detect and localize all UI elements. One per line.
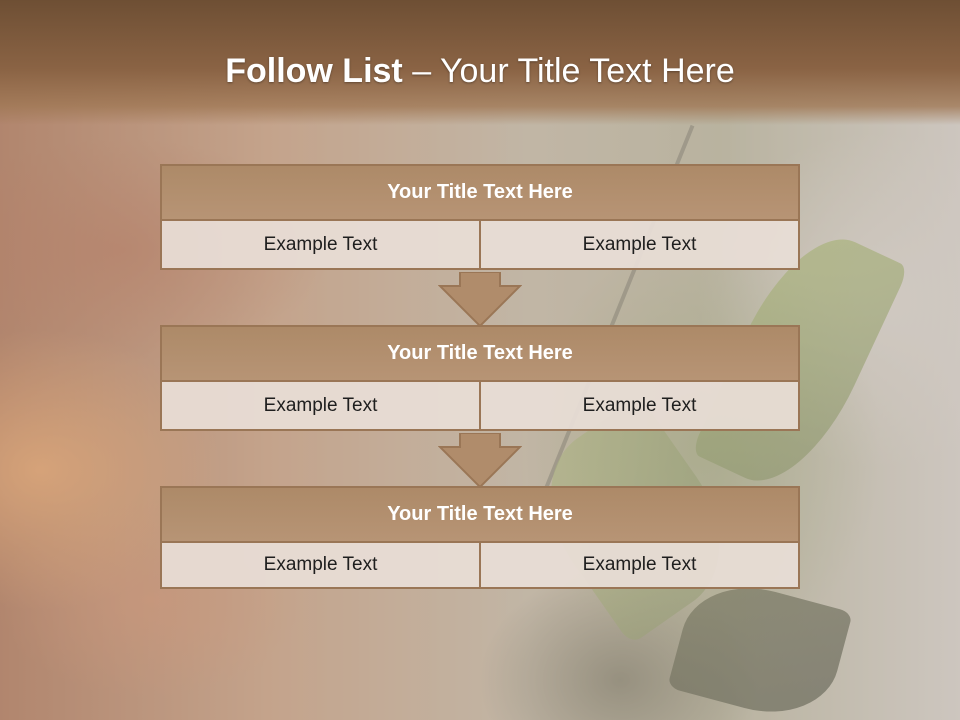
block-cell-left: Example Text [160, 221, 481, 270]
block-cell-right: Example Text [481, 382, 800, 431]
block-row: Example Text Example Text [160, 382, 800, 431]
down-arrow-icon [438, 433, 522, 489]
title-band [0, 0, 960, 125]
slide-title-rest: – Your Title Text Here [412, 52, 735, 90]
down-arrow-icon [438, 272, 522, 328]
block-cell-left: Example Text [160, 543, 481, 589]
block-cell-right: Example Text [481, 221, 800, 270]
slide-title: Follow List – Your Title Text Here [0, 52, 960, 91]
block-row: Example Text Example Text [160, 221, 800, 270]
block-heading: Your Title Text Here [160, 486, 800, 543]
block-cell-right: Example Text [481, 543, 800, 589]
list-block-3: Your Title Text Here Example Text Exampl… [160, 486, 800, 589]
block-heading: Your Title Text Here [160, 325, 800, 382]
block-row: Example Text Example Text [160, 543, 800, 589]
block-heading: Your Title Text Here [160, 164, 800, 221]
list-block-1: Your Title Text Here Example Text Exampl… [160, 164, 800, 270]
block-cell-left: Example Text [160, 382, 481, 431]
slide-title-bold: Follow List [225, 52, 413, 90]
list-block-2: Your Title Text Here Example Text Exampl… [160, 325, 800, 431]
